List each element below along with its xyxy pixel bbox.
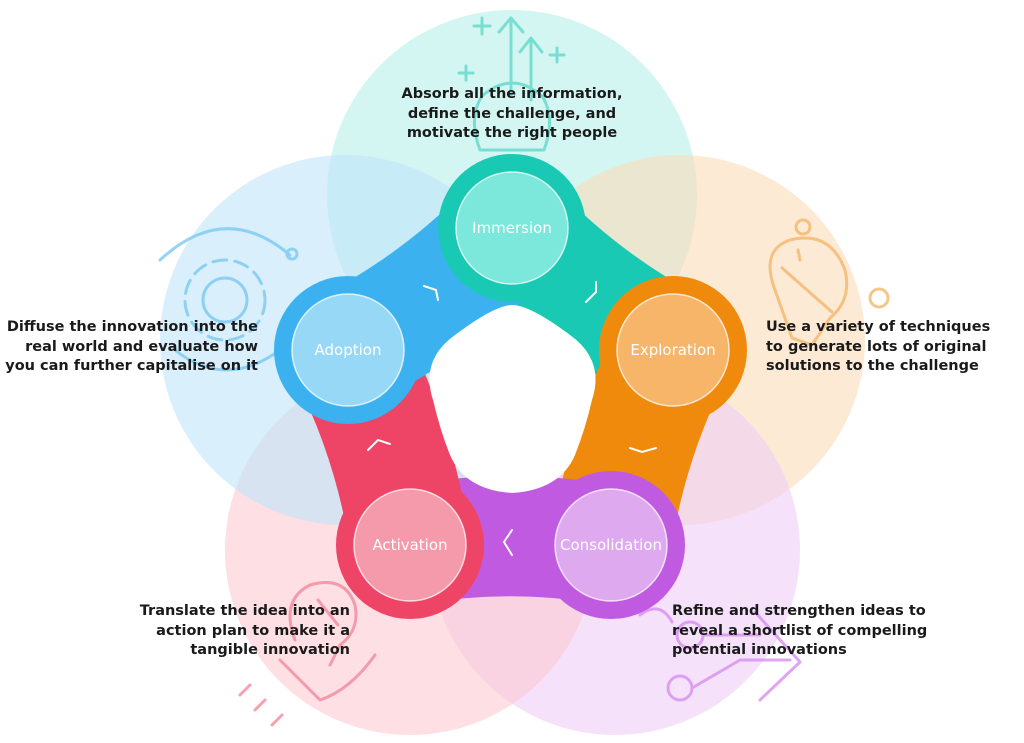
description-line: potential innovations (672, 642, 847, 658)
stage-label-immersion: Immersion (472, 219, 552, 237)
description-line: Absorb all the information, (401, 86, 623, 102)
description-activation: Translate the idea into an action plan t… (100, 602, 350, 661)
chevron-up-icon (367, 438, 391, 451)
description-line: Use a variety of techniques (766, 319, 991, 335)
chevron-up-right-icon (423, 285, 439, 301)
decorative-icons (158, 16, 890, 727)
stage-node-adoption: Adoption (274, 276, 422, 424)
description-adoption: Diffuse the innovation into the real wor… (4, 318, 258, 377)
description-immersion: Absorb all the information, define the c… (382, 85, 642, 144)
description-line: define the challenge, and (407, 105, 617, 122)
description-line: you can further capitalise on it (5, 358, 258, 374)
stage-label-adoption: Adoption (315, 341, 382, 359)
chevron-right-icon (585, 281, 597, 303)
description-line: solutions to the challenge (766, 358, 979, 374)
stage-label-consolidation: Consolidation (560, 536, 662, 554)
stage-node-immersion: Immersion (438, 154, 586, 302)
chevron-down-icon (629, 447, 657, 454)
hand-bulb-icon (238, 581, 377, 727)
flow-arrow-icon (638, 607, 802, 702)
description-line: real world and evaluate how (25, 338, 258, 355)
description-line: Refine and strengthen ideas to (672, 603, 926, 619)
description-consolidation: Refine and strengthen ideas to reveal a … (672, 602, 962, 661)
description-line: Diffuse the innovation into the (6, 319, 258, 335)
description-line: action plan to make it a (156, 622, 350, 639)
growth-arrows-icon (457, 16, 566, 152)
description-line: tangible innovation (190, 642, 350, 658)
lightbulb-icon (768, 218, 890, 347)
stage-node-consolidation: Consolidation (537, 471, 685, 619)
description-line: Translate the idea into an (139, 603, 350, 619)
description-line: motivate the right people (406, 125, 618, 141)
description-exploration: Use a variety of techniques to generate … (766, 318, 1016, 377)
gear-icon (158, 227, 299, 372)
description-line: to generate lots of original (766, 338, 987, 355)
direction-chevrons (367, 281, 657, 556)
chevron-left-icon (502, 529, 513, 556)
stage-label-activation: Activation (372, 536, 447, 554)
stage-label-exploration: Exploration (630, 341, 715, 359)
stage-node-exploration: Exploration (599, 276, 747, 424)
stage-node-activation: Activation (336, 471, 484, 619)
center-hole (429, 305, 596, 493)
description-line: reveal a shortlist of compelling (672, 622, 928, 639)
